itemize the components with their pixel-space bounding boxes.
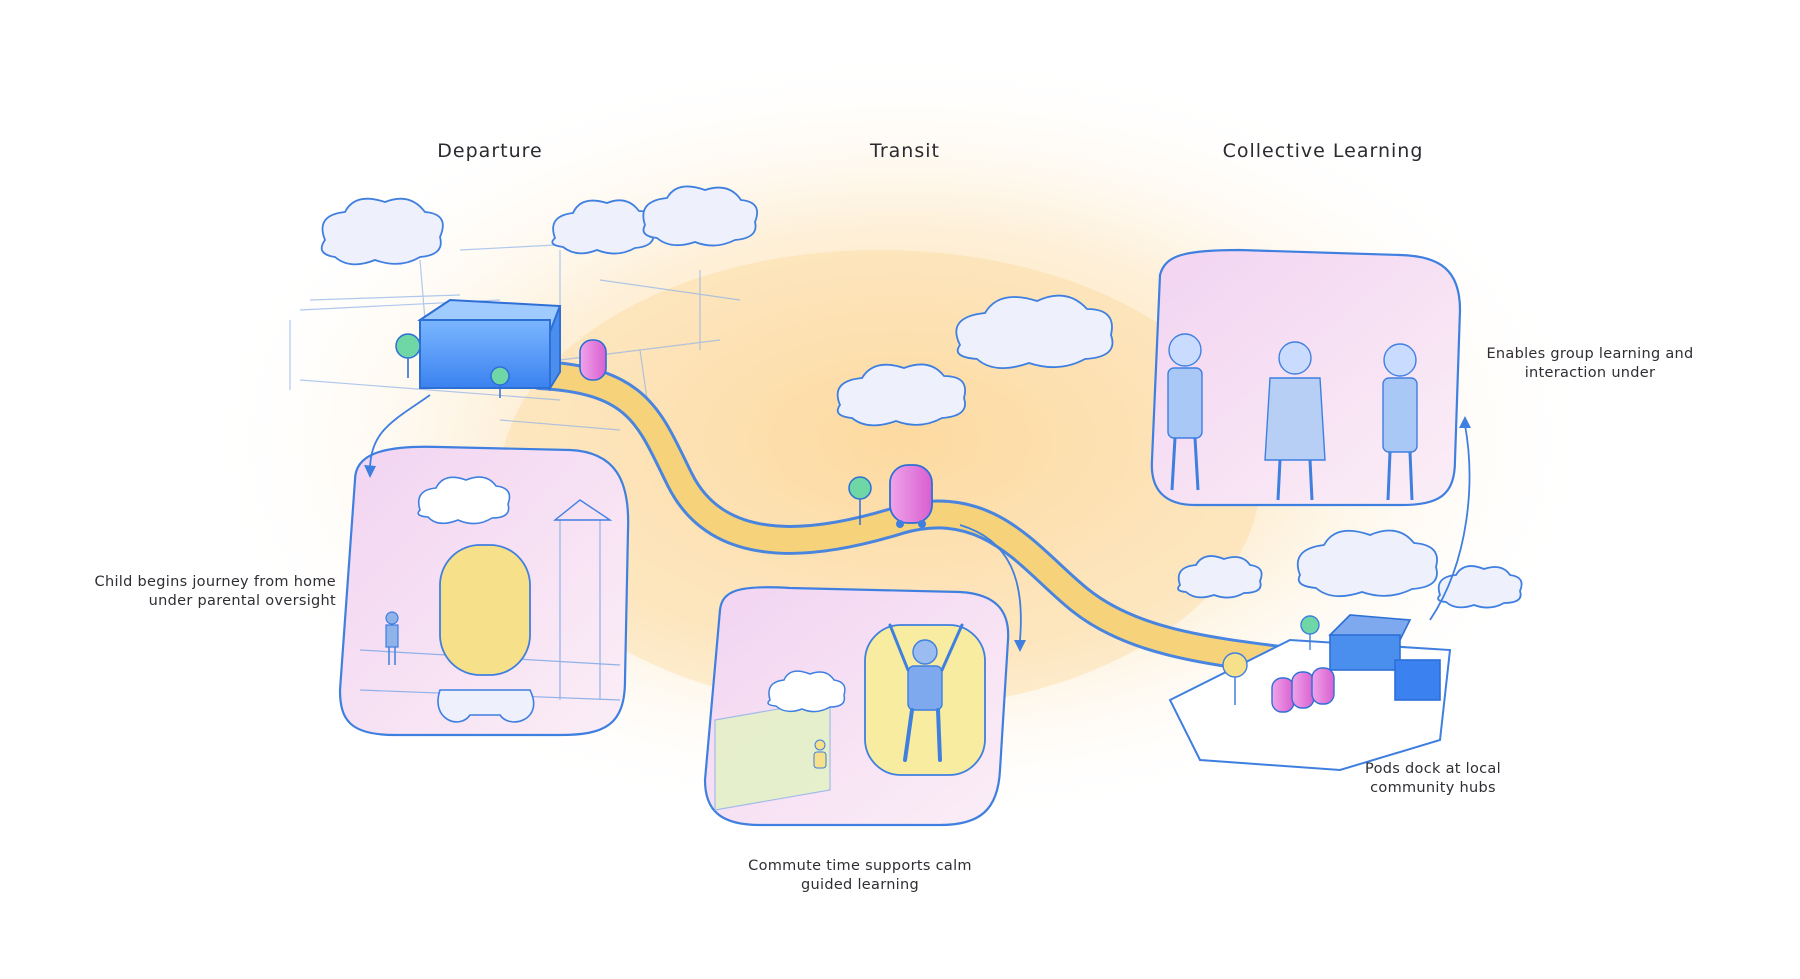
cloud-icon <box>767 670 846 713</box>
caption-group: Enables group learning and interaction u… <box>1486 345 1693 383</box>
child-figure-icon <box>1382 343 1418 501</box>
pod-icon <box>579 339 607 381</box>
cloud-icon <box>955 294 1114 369</box>
arrowheads <box>364 416 1471 652</box>
caption-hubs-line-1: Pods dock at local <box>1365 761 1501 777</box>
caption-group-line-1: Enables group learning and <box>1486 346 1694 362</box>
child-figure-icon <box>888 623 964 762</box>
tree-icon <box>1300 615 1320 650</box>
caption-hubs: Pods dock at local community hubs <box>1365 760 1501 798</box>
caption-commute-line-1: Commute time supports calm <box>748 858 972 874</box>
cloud-icon <box>417 476 511 525</box>
stage-title-departure: Departure <box>437 140 543 162</box>
house-icon <box>1328 614 1412 671</box>
house-icon <box>417 298 562 392</box>
caption-group-line-2: interaction under <box>1524 365 1656 381</box>
arrow-to-transit-scene <box>959 524 1022 641</box>
community-hub <box>1168 614 1452 772</box>
child-figure-icon <box>1264 341 1326 501</box>
cloud-icon <box>1437 565 1523 609</box>
tree-icon <box>1222 652 1248 705</box>
cloud-icon <box>1177 555 1263 599</box>
cloud-icon <box>1296 529 1438 598</box>
departure-scene <box>338 445 630 737</box>
caption-home: Child begins journey from home under par… <box>60 573 336 611</box>
caption-home-line-1: Child begins journey from home <box>94 574 336 590</box>
cloud-icon <box>836 363 966 427</box>
connector-arrows <box>369 394 1471 641</box>
caption-home-line-2: under parental oversight <box>148 593 336 609</box>
pod-icon <box>1271 667 1335 713</box>
cloud-icon <box>320 197 444 266</box>
caption-commute-line-2: guided learning <box>800 877 920 893</box>
child-figure-icon <box>385 611 399 665</box>
child-figure-icon <box>1167 333 1203 491</box>
arrow-to-departure-scene <box>369 394 431 471</box>
caption-hubs-line-2: community hubs <box>1370 780 1496 796</box>
tree-icon <box>395 333 421 378</box>
stage-title-transit: Transit <box>870 140 940 162</box>
pod-icon <box>889 464 933 528</box>
tree-icon <box>490 366 510 398</box>
child-figure-icon <box>813 739 827 769</box>
collective-scene <box>1150 248 1462 507</box>
caption-commute: Commute time supports calm guided learni… <box>748 857 972 895</box>
transit-scene <box>703 586 1010 827</box>
cloud-icon <box>642 185 759 247</box>
house-icon <box>1394 659 1441 701</box>
arrow-to-collective-scene <box>1429 424 1471 621</box>
tree-icon <box>848 476 872 525</box>
stage-title-collective-learning: Collective Learning <box>1222 140 1424 162</box>
